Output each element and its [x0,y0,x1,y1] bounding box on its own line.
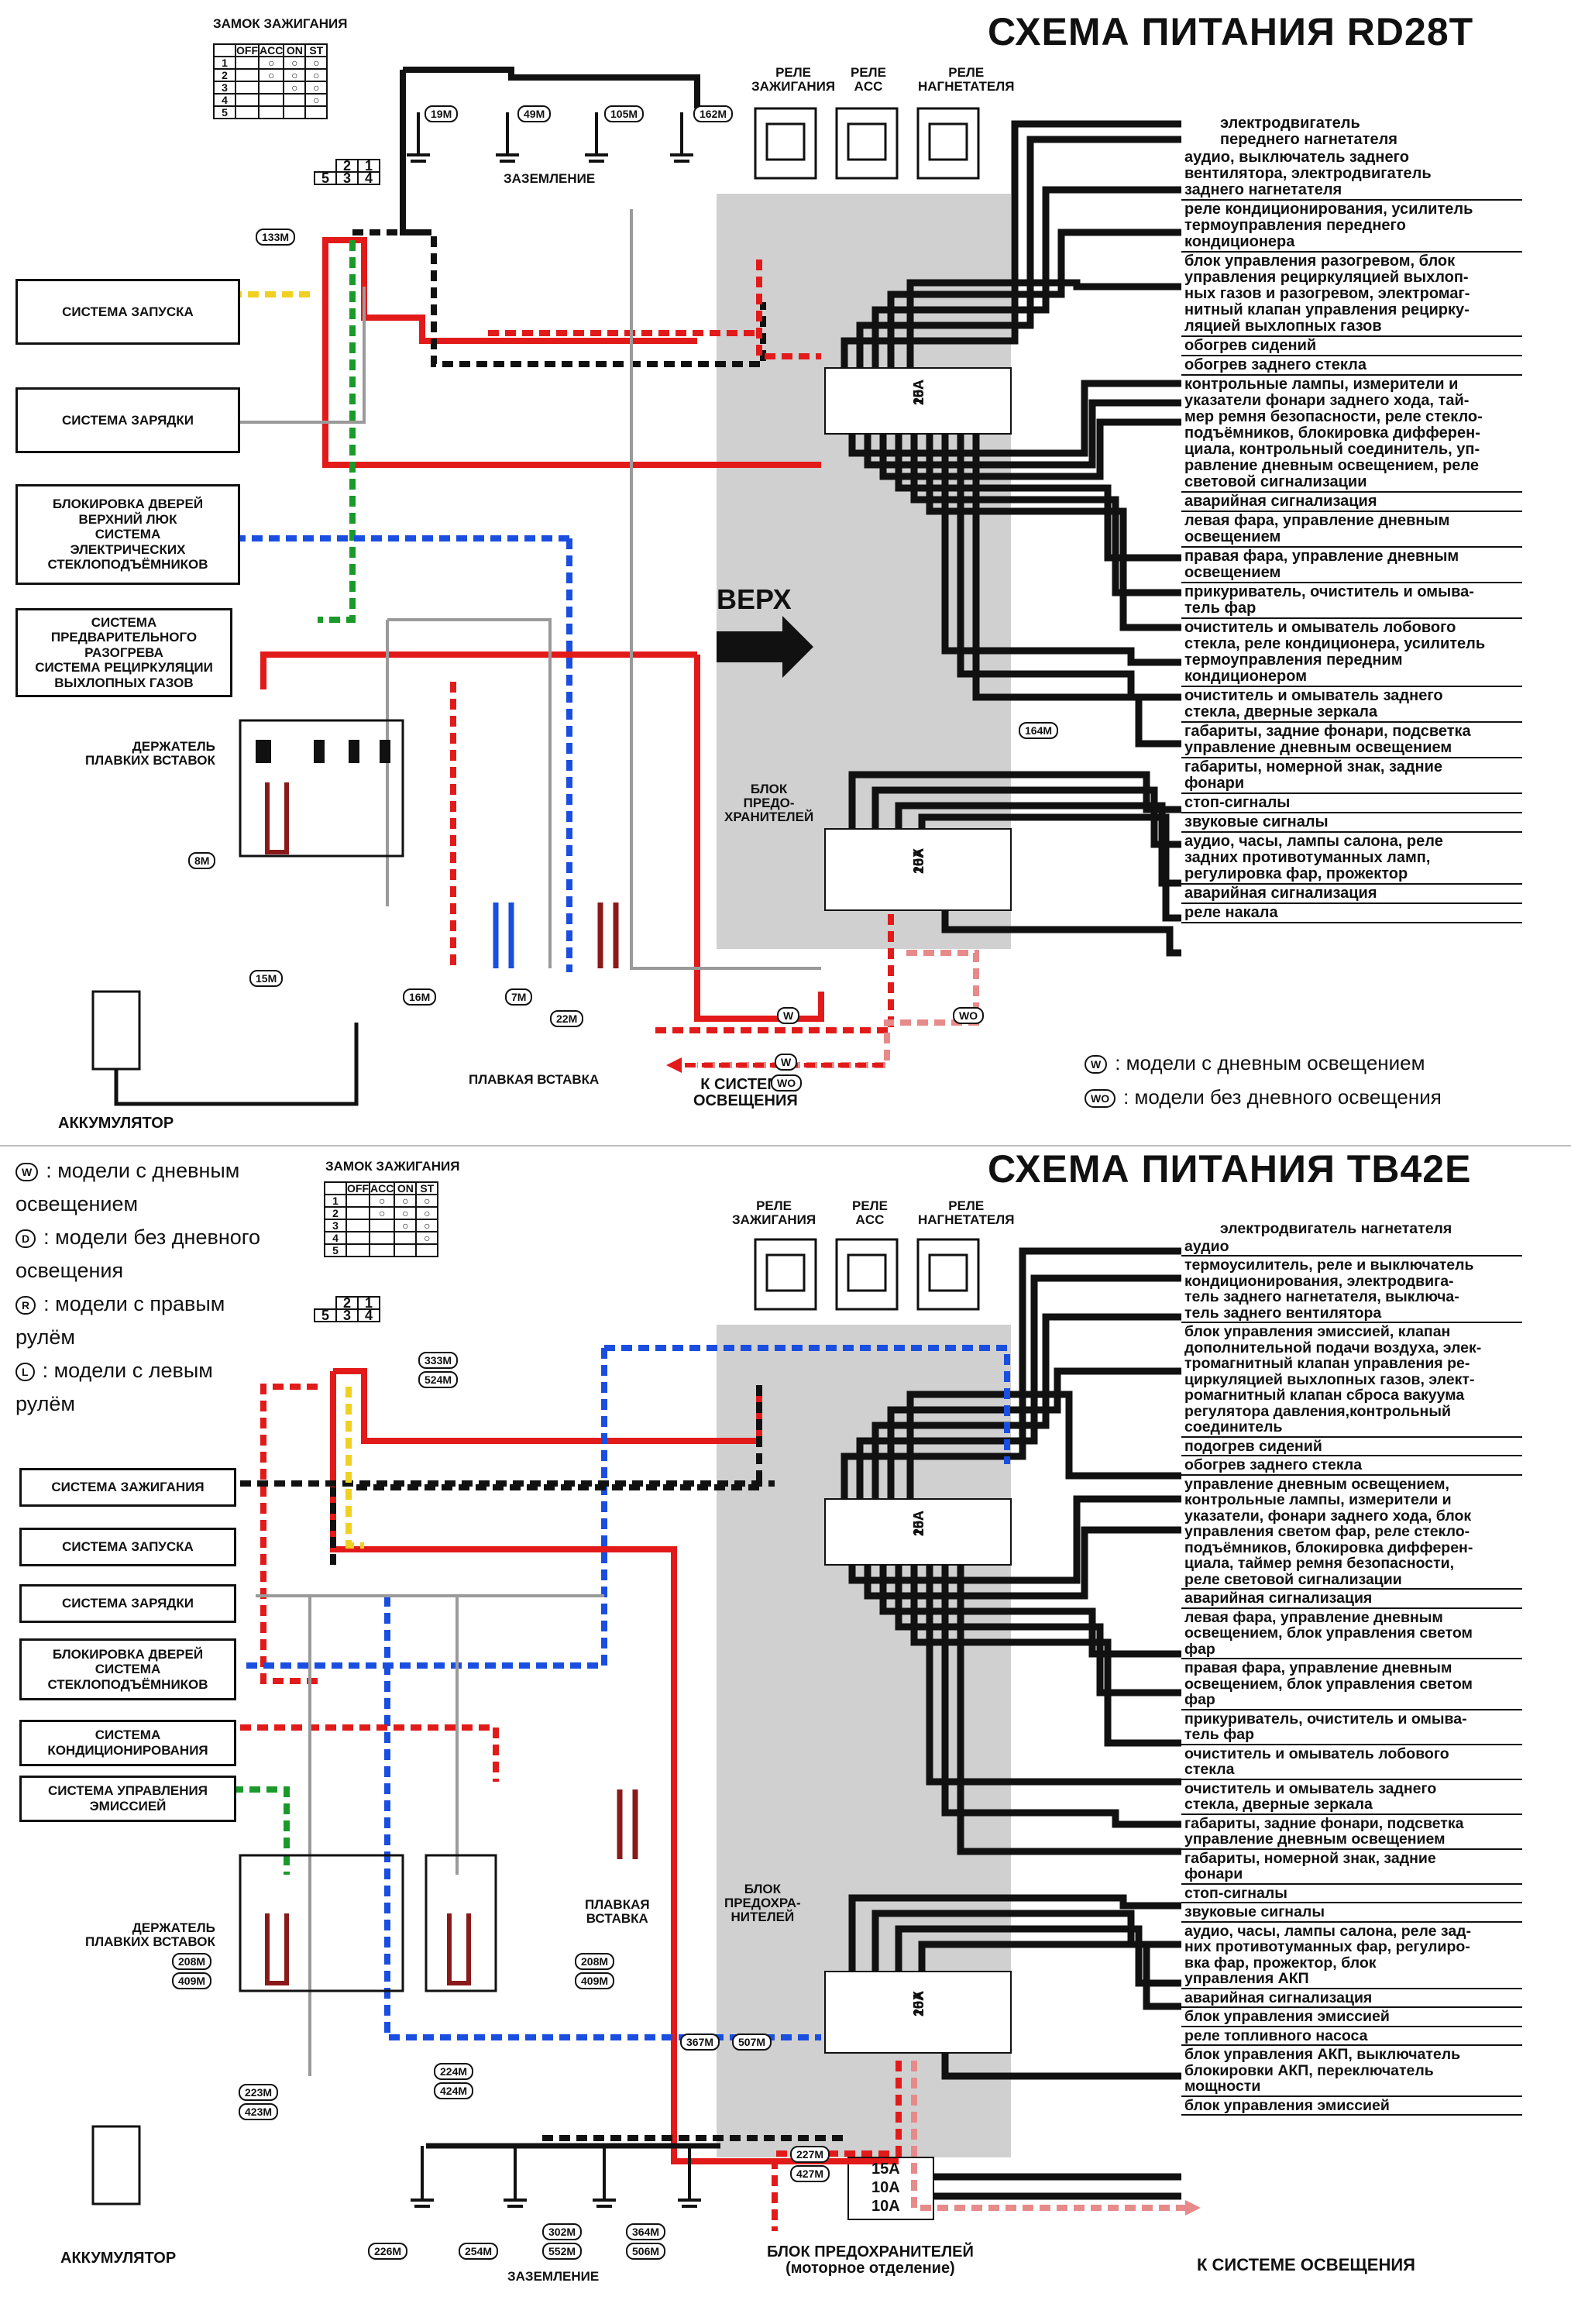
output-wires-top [841,120,1181,957]
output-wires-bottom [841,1247,1181,2200]
fusible-link-label-top: ПЛАВКАЯ ВСТАВКА [469,1072,600,1087]
up-label: ВЕРХ [717,583,792,615]
system-emission-box: СИСТЕМА УПРАВЛЕНИЯ ЭМИССИЕЙ [19,1776,236,1822]
tag-333m: 333M [418,1352,459,1369]
battery-bottom [91,2125,141,2205]
system-door-lock-box: БЛОКИРОВКА ДВЕРЕЙ ВЕРХНИЙ ЛЮК СИСТЕМА ЭЛ… [15,484,240,585]
tag-552m: 552M [542,2243,583,2260]
to-lighting-label-bottom: К СИСТЕМЕ ОСВЕЩЕНИЯ [1197,2255,1415,2274]
tag-16m: 16M [403,988,437,1006]
grounding-label-bottom: ЗАЗЕМЛЕНИЕ [507,2269,600,2284]
engine-fuse-block-label: БЛОК ПРЕДОХРАНИТЕЛЕЙ (моторное отделение… [767,2243,974,2277]
relay-ignition-label-bottom: РЕЛЕ ЗАЖИГАНИЯ [732,1198,816,1227]
fuse-holder-top [239,719,404,858]
system-ac-box: СИСТЕМА КОНДИЦИОНИРОВАНИЯ [19,1720,236,1766]
page-title-rd28t: СХЕМА ПИТАНИЯ RD28T [988,10,1474,53]
tag-427m: 427M [790,2165,830,2182]
fuse-block-top [824,367,1012,911]
tag-wo-bottom: WO [771,1074,803,1092]
tag-226m: 226M [368,2243,408,2260]
relay-acc-label-top: РЕЛЕ ACC [851,65,886,94]
fuse-holder-label-bottom: ДЕРЖАТЕЛЬ ПЛАВКИХ ВСТАВОК [85,1920,215,1949]
tag-19m: 19M [425,105,459,122]
battery-label-top: АККУМУЛЯТОР [58,1115,174,1132]
tag-22m: 22M [550,1010,584,1027]
circuit-list-top: электродвигатель переднего нагнетателя а… [1181,115,1522,923]
page-title-tb42e: СХЕМА ПИТАНИЯ TB42E [988,1147,1472,1191]
tag-7m: 7M [505,988,533,1006]
legend-top: W: модели с дневным освещением WO: модел… [1085,1046,1442,1114]
legend-bottom: W: модели с дневным освещением D: модели… [15,1159,261,1415]
tag-w-top: W [777,1007,800,1024]
tag-223m: 223M [239,2084,279,2101]
tag-507m: 507M [732,2033,772,2051]
relay-icons-bottom [754,1238,980,1311]
tag-367m: 367M [680,2033,720,2051]
tag-wo-top: WO [953,1007,985,1024]
ignition-lock-label-bottom: ЗАМОК ЗАЖИГАНИЯ [325,1159,460,1174]
system-charging-box: СИСТЕМА ЗАРЯДКИ [15,387,240,453]
system-charging-box-bottom: СИСТЕМА ЗАРЯДКИ [19,1584,236,1623]
system-starting-box: СИСТЕМА ЗАПУСКА [15,279,240,345]
battery-label-bottom: АККУМУЛЯТОР [60,2250,177,2267]
section-divider [0,1145,1571,1147]
fuse-block-bottom [824,1498,1012,2220]
tag-w-bottom: W [775,1054,798,1071]
tag-208m-b: 208M [575,1953,615,1970]
gray-wires-bottom [256,1594,604,2076]
fuse-block-label-bottom: БЛОК ПРЕДОХРА- НИТЕЛЕЙ [724,1882,801,1924]
fuse-holder-bottom-left [239,1854,404,1992]
tag-302m: 302M [542,2223,583,2240]
ignition-lock-label-top: ЗАМОК ЗАЖИГАНИЯ [213,16,348,31]
up-arrow [717,616,813,678]
relay-blower-label-top: РЕЛЕ НАГНЕТАТЕЛЯ [918,65,1015,94]
tag-208m-a: 208M [172,1953,212,1970]
tag-105m: 105M [604,105,645,122]
system-ignition-box: СИСТЕМА ЗАЖИГАНИЯ [19,1468,236,1507]
relay-ignition-label-top: РЕЛЕ ЗАЖИГАНИЯ [751,65,836,94]
system-preheat-box: СИСТЕМА ПРЕДВАРИТЕЛЬНОГО РАЗОГРЕВА СИСТЕ… [15,608,232,697]
grounding-label-top: ЗАЗЕМЛЕНИЕ [504,171,596,186]
tag-224m: 224M [434,2063,474,2080]
tag-8m: 8M [188,852,216,869]
tag-227m: 227M [790,2146,830,2163]
tag-423m: 423M [239,2103,279,2120]
battery-top [91,990,141,1071]
tag-49m: 49M [517,105,552,122]
tag-15m: 15M [249,970,284,987]
ignition-wires-top [152,67,979,1068]
tag-524m: 524M [418,1371,459,1388]
relay-icons-top [754,107,980,180]
fusible-link-label-bottom: ПЛАВКАЯ ВСТАВКА [585,1897,650,1926]
system-starting-box-bottom: СИСТЕМА ЗАПУСКА [19,1528,236,1566]
tag-409m-b: 409M [575,1972,615,1989]
tag-506m: 506M [626,2243,666,2260]
ignition-wires-bottom [232,1345,1185,2231]
fuse-holder-bottom-right [425,1854,497,1992]
system-door-lock-box-bottom: БЛОКИРОВКА ДВЕРЕЙ СИСТЕМА СТЕКЛОПОДЪЁМНИ… [19,1638,236,1700]
relay-blower-label-bottom: РЕЛЕ НАГНЕТАТЕЛЯ [918,1198,1015,1227]
tag-364m: 364M [626,2223,666,2240]
tag-162m: 162M [693,105,734,122]
tag-164m: 164M [1019,722,1059,739]
circuit-list-bottom: электродвигатель нагнетателя аудио термо… [1181,1220,1522,2116]
tag-133m: 133M [256,229,296,246]
tag-409m-a: 409M [172,1972,212,1989]
tag-424m: 424M [434,2082,474,2099]
tag-254m: 254M [459,2243,499,2260]
fuse-block-label-top: БЛОК ПРЕДО- ХРАНИТЕЛЕЙ [724,782,814,824]
fuse-holder-label-top: ДЕРЖАТЕЛЬ ПЛАВКИХ ВСТАВОК [85,739,215,768]
relay-acc-label-bottom: РЕЛЕ ACC [852,1198,888,1227]
